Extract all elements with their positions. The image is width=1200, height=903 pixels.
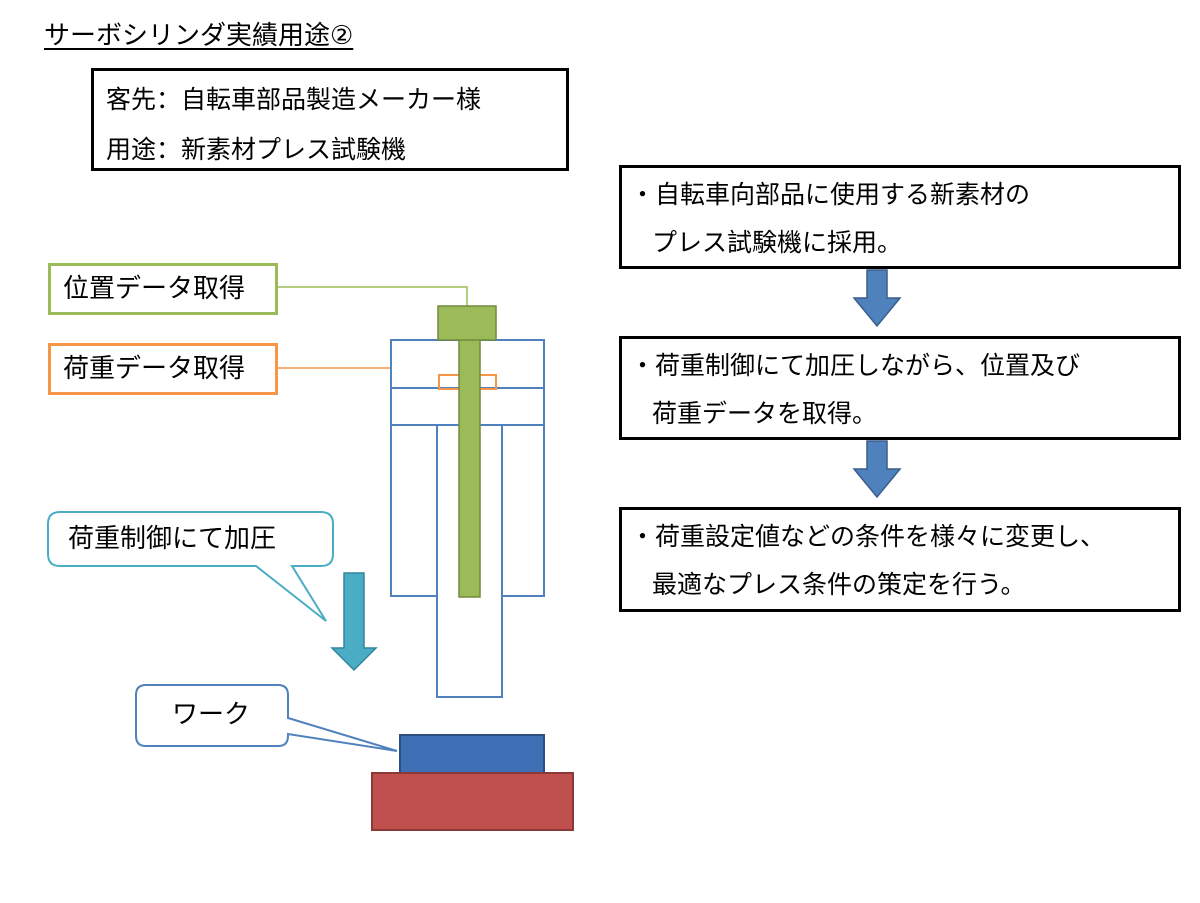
position-leader-line xyxy=(278,286,468,306)
work-piece xyxy=(399,734,545,775)
step-1-line-1: ・自転車向部品に使用する新素材の xyxy=(630,180,1031,209)
press-down-arrow xyxy=(330,572,378,672)
step-1-line-2: プレス試験機に採用。 xyxy=(652,228,903,257)
step-box-2: ・荷重制御にて加圧しながら、位置及び 荷重データを取得。 xyxy=(619,336,1181,440)
step-3-line-1: ・荷重設定値などの条件を様々に変更し、 xyxy=(630,522,1106,551)
page-title: サーボシリンダ実績用途② xyxy=(44,21,354,51)
work-text: ワーク xyxy=(172,700,251,730)
position-data-label: 位置データ取得 xyxy=(48,263,278,315)
customer-text: 客先：自転車部品製造メーカー様 xyxy=(106,85,482,114)
encoder-head xyxy=(437,305,497,341)
step-box-3: ・荷重設定値などの条件を様々に変更し、 最適なプレス条件の策定を行う。 xyxy=(619,507,1181,612)
step-box-1: ・自転車向部品に使用する新素材の プレス試験機に採用。 xyxy=(619,165,1181,269)
load-control-text: 荷重制御にて加圧 xyxy=(68,524,277,554)
info-box: 客先：自転車部品製造メーカー様 用途：新素材プレス試験機 xyxy=(91,68,569,171)
base-plate xyxy=(371,772,574,831)
load-control-callout xyxy=(47,511,334,622)
work-callout xyxy=(135,684,398,752)
use-text: 用途：新素材プレス試験機 xyxy=(106,135,407,164)
step-2-line-2: 荷重データを取得。 xyxy=(652,399,878,428)
load-data-label: 荷重データ取得 xyxy=(48,343,278,395)
flow-arrow-1 xyxy=(852,269,902,328)
step-2-line-1: ・荷重制御にて加圧しながら、位置及び xyxy=(630,351,1081,380)
step-3-line-2: 最適なプレス条件の策定を行う。 xyxy=(652,570,1026,599)
rod xyxy=(458,337,481,598)
flow-arrow-2 xyxy=(852,440,902,499)
